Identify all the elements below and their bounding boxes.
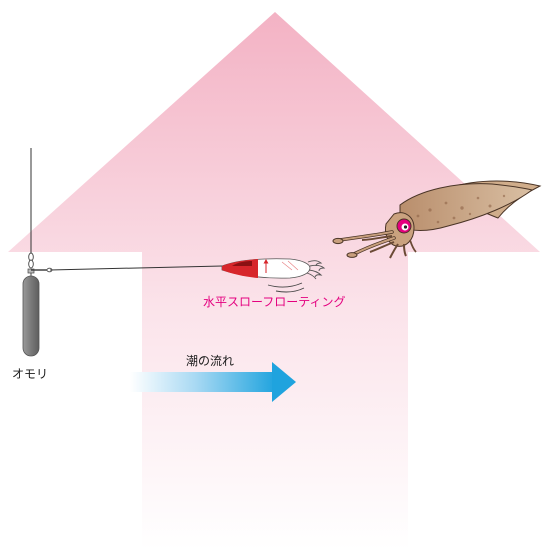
jig-action-label: 水平スローフローティング — [203, 295, 346, 309]
upward-arrow-background — [8, 12, 540, 550]
tide-arrow-icon — [130, 362, 296, 402]
sinker-icon — [22, 273, 40, 357]
leader-line — [49, 265, 223, 271]
squid-icon — [332, 180, 542, 259]
tide-flow-label: 潮の流れ — [186, 354, 235, 368]
squid-jig-icon — [221, 258, 326, 293]
swivel-icon — [27, 252, 53, 274]
sinker-label: オモリ — [12, 367, 49, 381]
